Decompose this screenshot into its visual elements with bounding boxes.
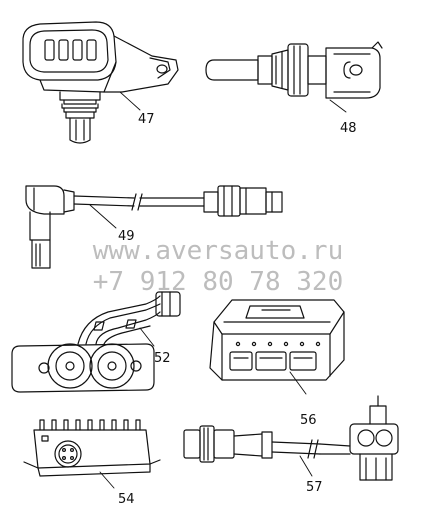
part-label-49: 49 [118, 229, 135, 244]
part-label-56: 56 [300, 413, 317, 428]
part-48-temperature-sensor [205, 41, 383, 113]
watermark-site: www.aversauto.ru [93, 236, 343, 266]
part-label-52: 52 [154, 351, 171, 366]
part-57-harness-sensor [183, 395, 399, 481]
part-52-twin-module [11, 291, 181, 393]
part-49-speed-sensor [25, 185, 283, 269]
part-label-48: 48 [340, 121, 357, 136]
part-label-57: 57 [306, 480, 323, 495]
part-47-map-sensor [22, 21, 179, 144]
watermark: www.aversauto.ru +7 912 80 78 320 [93, 236, 343, 297]
watermark-phone: +7 912 80 78 320 [93, 267, 343, 297]
part-54-finned-module [23, 419, 161, 489]
part-56-ecu [209, 299, 345, 395]
part-labels: 47 48 49 52 54 56 57 [118, 112, 357, 507]
part-label-47: 47 [138, 112, 155, 127]
part-label-54: 54 [118, 492, 135, 507]
